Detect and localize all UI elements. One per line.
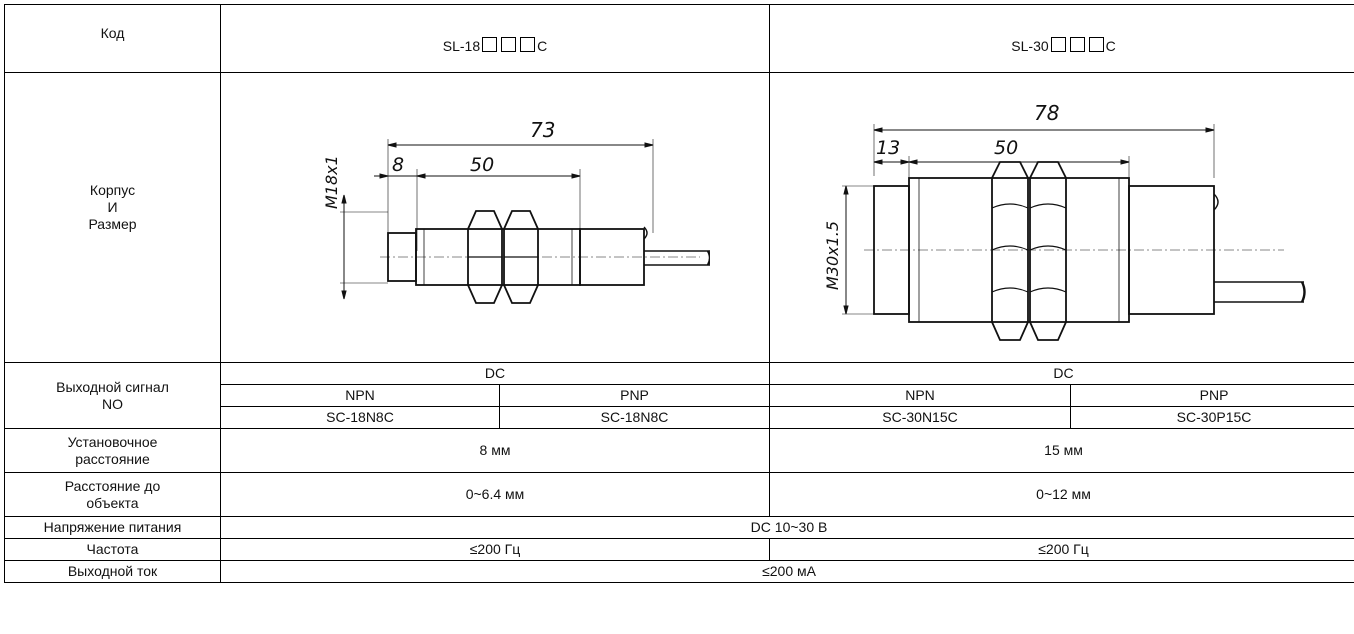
- dim-offset-sl30: 13: [876, 137, 900, 159]
- row-output-model: SC-18N8C SC-18N8C SC-30N15C SC-30P15C: [5, 406, 1354, 429]
- output-npn-sl30: NPN: [769, 384, 1072, 407]
- frequency-label: Частота: [4, 538, 221, 561]
- voltage-label: Напряжение питания: [4, 516, 221, 539]
- dim-thread-sl30: M30x1.5: [823, 220, 842, 289]
- current-value: ≤200 мА: [219, 560, 1354, 583]
- row-current: Выходной ток ≤200 мА: [4, 560, 1354, 583]
- install-label: Установочное расстояние: [4, 428, 221, 473]
- dim-thread-len-sl30: 50: [994, 137, 1018, 159]
- row-install: Установочное расстояние 8 мм 15 мм: [4, 428, 1354, 473]
- dim-offset-sl18: 8: [392, 154, 404, 176]
- row-body: Корпус И Размер: [4, 72, 1354, 363]
- model-npn-30: SC-30N15C: [769, 406, 1072, 429]
- code-placeholder-box: [1050, 36, 1066, 52]
- distance-sl30: 0~12 мм: [769, 472, 1354, 517]
- code-placeholder-box: [482, 36, 498, 52]
- install-sl18: 8 мм: [219, 428, 771, 473]
- output-dc-sl30: DC: [769, 362, 1354, 385]
- install-sl30: 15 мм: [769, 428, 1354, 473]
- code-sl30-prefix: SL-30: [1011, 37, 1049, 54]
- code-placeholder-box: [520, 36, 536, 52]
- dim-thread-sl18: M18x1: [322, 155, 341, 209]
- code-sl18: SL-18 C: [219, 4, 771, 73]
- model-npn-18: SC-18N8C: [220, 406, 500, 429]
- code-label: Код: [4, 4, 221, 73]
- code-sl18-suffix: C: [537, 37, 548, 54]
- row-code: Код SL-18 C SL-30 C: [4, 4, 1354, 73]
- voltage-value: DC 10~30 В: [219, 516, 1354, 539]
- row-distance: Расстояние до объекта 0~6.4 мм 0~12 мм: [4, 472, 1354, 517]
- sensor-drawing-sl18: 73 8 50 M18x1: [322, 118, 710, 304]
- output-pnp-sl30: PNP: [1070, 384, 1354, 407]
- drawing-sl18-cell: 73 8 50 M18x1: [219, 72, 771, 363]
- row-frequency: Частота ≤200 Гц ≤200 Гц: [4, 538, 1354, 561]
- spec-table: Код SL-18 C SL-30 C Корпус И Размер: [4, 4, 1354, 583]
- code-sl30-suffix: C: [1105, 37, 1116, 54]
- output-pnp-sl18: PNP: [498, 384, 771, 407]
- dim-overall-sl30: 78: [1034, 101, 1059, 125]
- row-voltage: Напряжение питания DC 10~30 В: [4, 516, 1354, 539]
- code-placeholder-box: [1069, 36, 1085, 52]
- distance-sl18: 0~6.4 мм: [219, 472, 771, 517]
- dim-overall-sl18: 73: [530, 118, 555, 142]
- sensor-drawing-sl30: 78 13 50 M30x1.5: [823, 101, 1306, 341]
- code-sl30: SL-30 C: [769, 4, 1354, 73]
- output-dc-sl18: DC: [219, 362, 771, 385]
- row-output-dc: Выходной сигнал NO DC DC: [4, 362, 1354, 429]
- model-pnp-30: SC-30P15C: [1070, 406, 1354, 429]
- current-label: Выходной ток: [4, 560, 221, 583]
- code-placeholder-box: [1088, 36, 1104, 52]
- code-sl18-prefix: SL-18: [442, 37, 481, 54]
- model-pnp-18: SC-18N8C: [498, 406, 771, 429]
- distance-label: Расстояние до объекта: [4, 472, 221, 517]
- dim-thread-len-sl18: 50: [470, 154, 494, 176]
- drawing-sl30-cell: 78 13 50 M30x1.5: [769, 72, 1354, 363]
- code-placeholder-box: [501, 36, 517, 52]
- frequency-sl18: ≤200 Гц: [219, 538, 771, 561]
- body-label: Корпус И Размер: [4, 72, 221, 363]
- output-npn-sl18: NPN: [220, 384, 500, 407]
- output-label: Выходной сигнал NO: [4, 362, 221, 429]
- frequency-sl30: ≤200 Гц: [769, 538, 1354, 561]
